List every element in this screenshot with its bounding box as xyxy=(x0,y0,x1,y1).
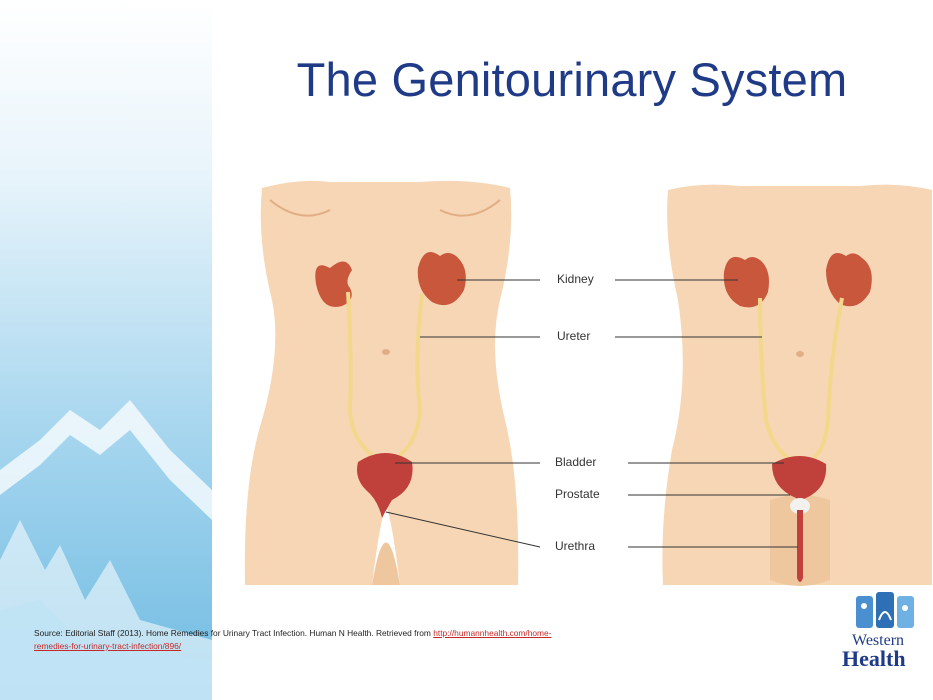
logo-text-health: Health xyxy=(842,646,906,672)
female-torso xyxy=(245,181,518,585)
source-citation: Source: Editorial Staff (2013). Home Rem… xyxy=(34,627,864,653)
western-health-logo: Western Health xyxy=(842,590,932,670)
label-kidney: Kidney xyxy=(557,272,594,286)
logo-emblem xyxy=(856,592,916,632)
label-urethra: Urethra xyxy=(555,539,595,553)
source-link-part1[interactable]: http://humannhealth.com/home- xyxy=(433,628,551,638)
label-bladder: Bladder xyxy=(555,455,596,469)
label-ureter: Ureter xyxy=(557,329,590,343)
source-text: Source: Editorial Staff (2013). Home Rem… xyxy=(34,628,431,638)
label-prostate: Prostate xyxy=(555,487,600,501)
source-link-part2[interactable]: remedies-for-urinary-tract-infection/896… xyxy=(34,641,181,651)
